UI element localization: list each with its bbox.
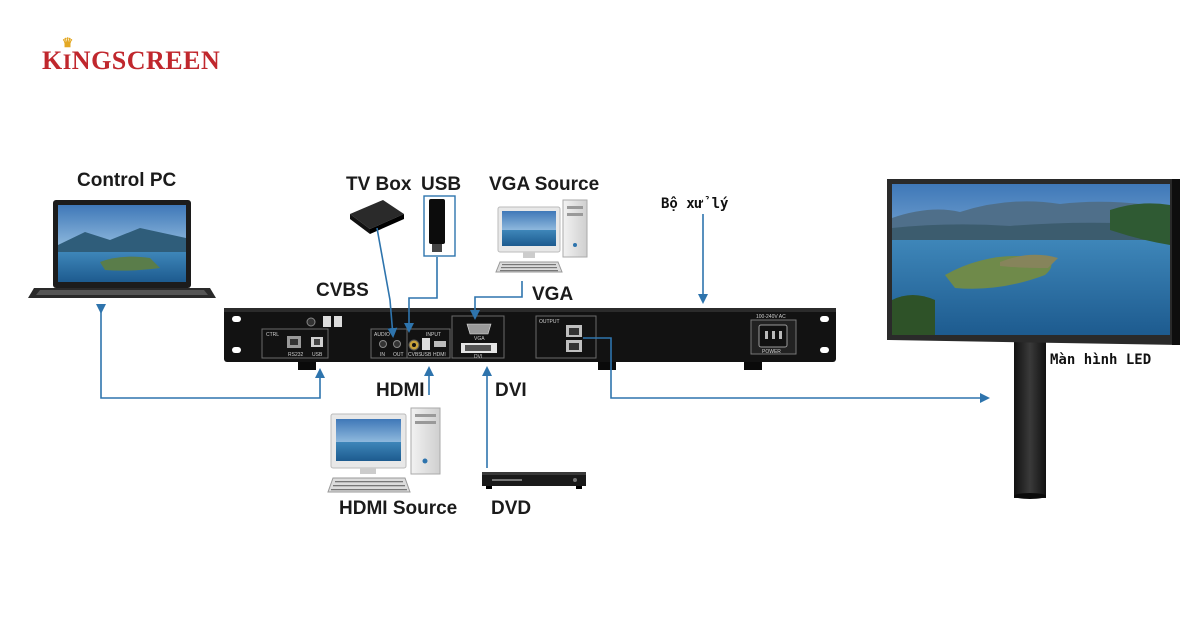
vga-source-pc-icon bbox=[495, 199, 588, 273]
control-pc-connector bbox=[96, 304, 325, 399]
cvbs-label: CVBS bbox=[316, 280, 369, 301]
logo-rest-text: NGSCREEN bbox=[71, 46, 221, 75]
usb-label: USB bbox=[421, 174, 462, 195]
panel-usb-label: USB bbox=[312, 352, 323, 358]
led-screen-label: Màn hình LED bbox=[1050, 352, 1152, 368]
led-screen-icon bbox=[887, 179, 1180, 499]
panel-power-spec-label: 100-240V AC bbox=[756, 314, 786, 320]
control-pc-label: Control PC bbox=[77, 170, 177, 191]
usb-stick-icon bbox=[423, 195, 456, 257]
logo-letter-k: K bbox=[42, 46, 63, 75]
usb-connector bbox=[404, 257, 438, 333]
logo-letter-i: I bbox=[62, 49, 72, 74]
panel-dvi-label: DVI bbox=[474, 354, 482, 360]
panel-vga-label: VGA bbox=[474, 336, 485, 342]
panel-rs232-label: RS232 bbox=[288, 352, 304, 358]
cvbs-connector bbox=[376, 227, 398, 338]
logo-letter-i-crown: ♛I bbox=[62, 35, 74, 74]
panel-output-label: OUTPUT bbox=[539, 319, 560, 325]
video-processor-device: CTRL RS232 USB AUDIO IN OUT INPUT CVBS U… bbox=[224, 308, 836, 370]
laptop-icon bbox=[28, 200, 216, 298]
tv-box-icon bbox=[350, 200, 404, 234]
panel-cvbs-label: CVBS bbox=[408, 352, 422, 358]
panel-power-label: POWER bbox=[762, 349, 781, 355]
hdmi-label: HDMI bbox=[376, 380, 425, 401]
vga-label: VGA bbox=[532, 284, 574, 305]
vga-connector bbox=[470, 281, 523, 320]
panel-audio-label: AUDIO bbox=[374, 332, 390, 338]
panel-in-label: IN bbox=[380, 352, 385, 358]
hdmi-source-label: HDMI Source bbox=[339, 498, 458, 519]
panel-ctrl-label: CTRL bbox=[266, 332, 279, 338]
dvd-label: DVD bbox=[491, 498, 532, 519]
crown-icon: ♛ bbox=[61, 35, 74, 50]
panel-out-label: OUT bbox=[393, 352, 404, 358]
panel-input-label: INPUT bbox=[426, 332, 441, 338]
tv-box-label: TV Box bbox=[346, 174, 412, 195]
output-connector bbox=[583, 337, 990, 403]
vga-source-label: VGA Source bbox=[489, 174, 600, 195]
dvi-label: DVI bbox=[495, 380, 527, 401]
hdmi-source-pc-icon bbox=[327, 407, 441, 493]
dvd-player-icon bbox=[482, 472, 586, 489]
panel-hdmi-label: HDMI bbox=[433, 352, 446, 358]
kingscreen-logo: K♛INGSCREEN bbox=[42, 35, 221, 76]
panel-usb2-label: USB bbox=[421, 352, 432, 358]
connector-lines bbox=[96, 214, 990, 468]
processor-label: Bộ xử lý bbox=[661, 196, 729, 212]
